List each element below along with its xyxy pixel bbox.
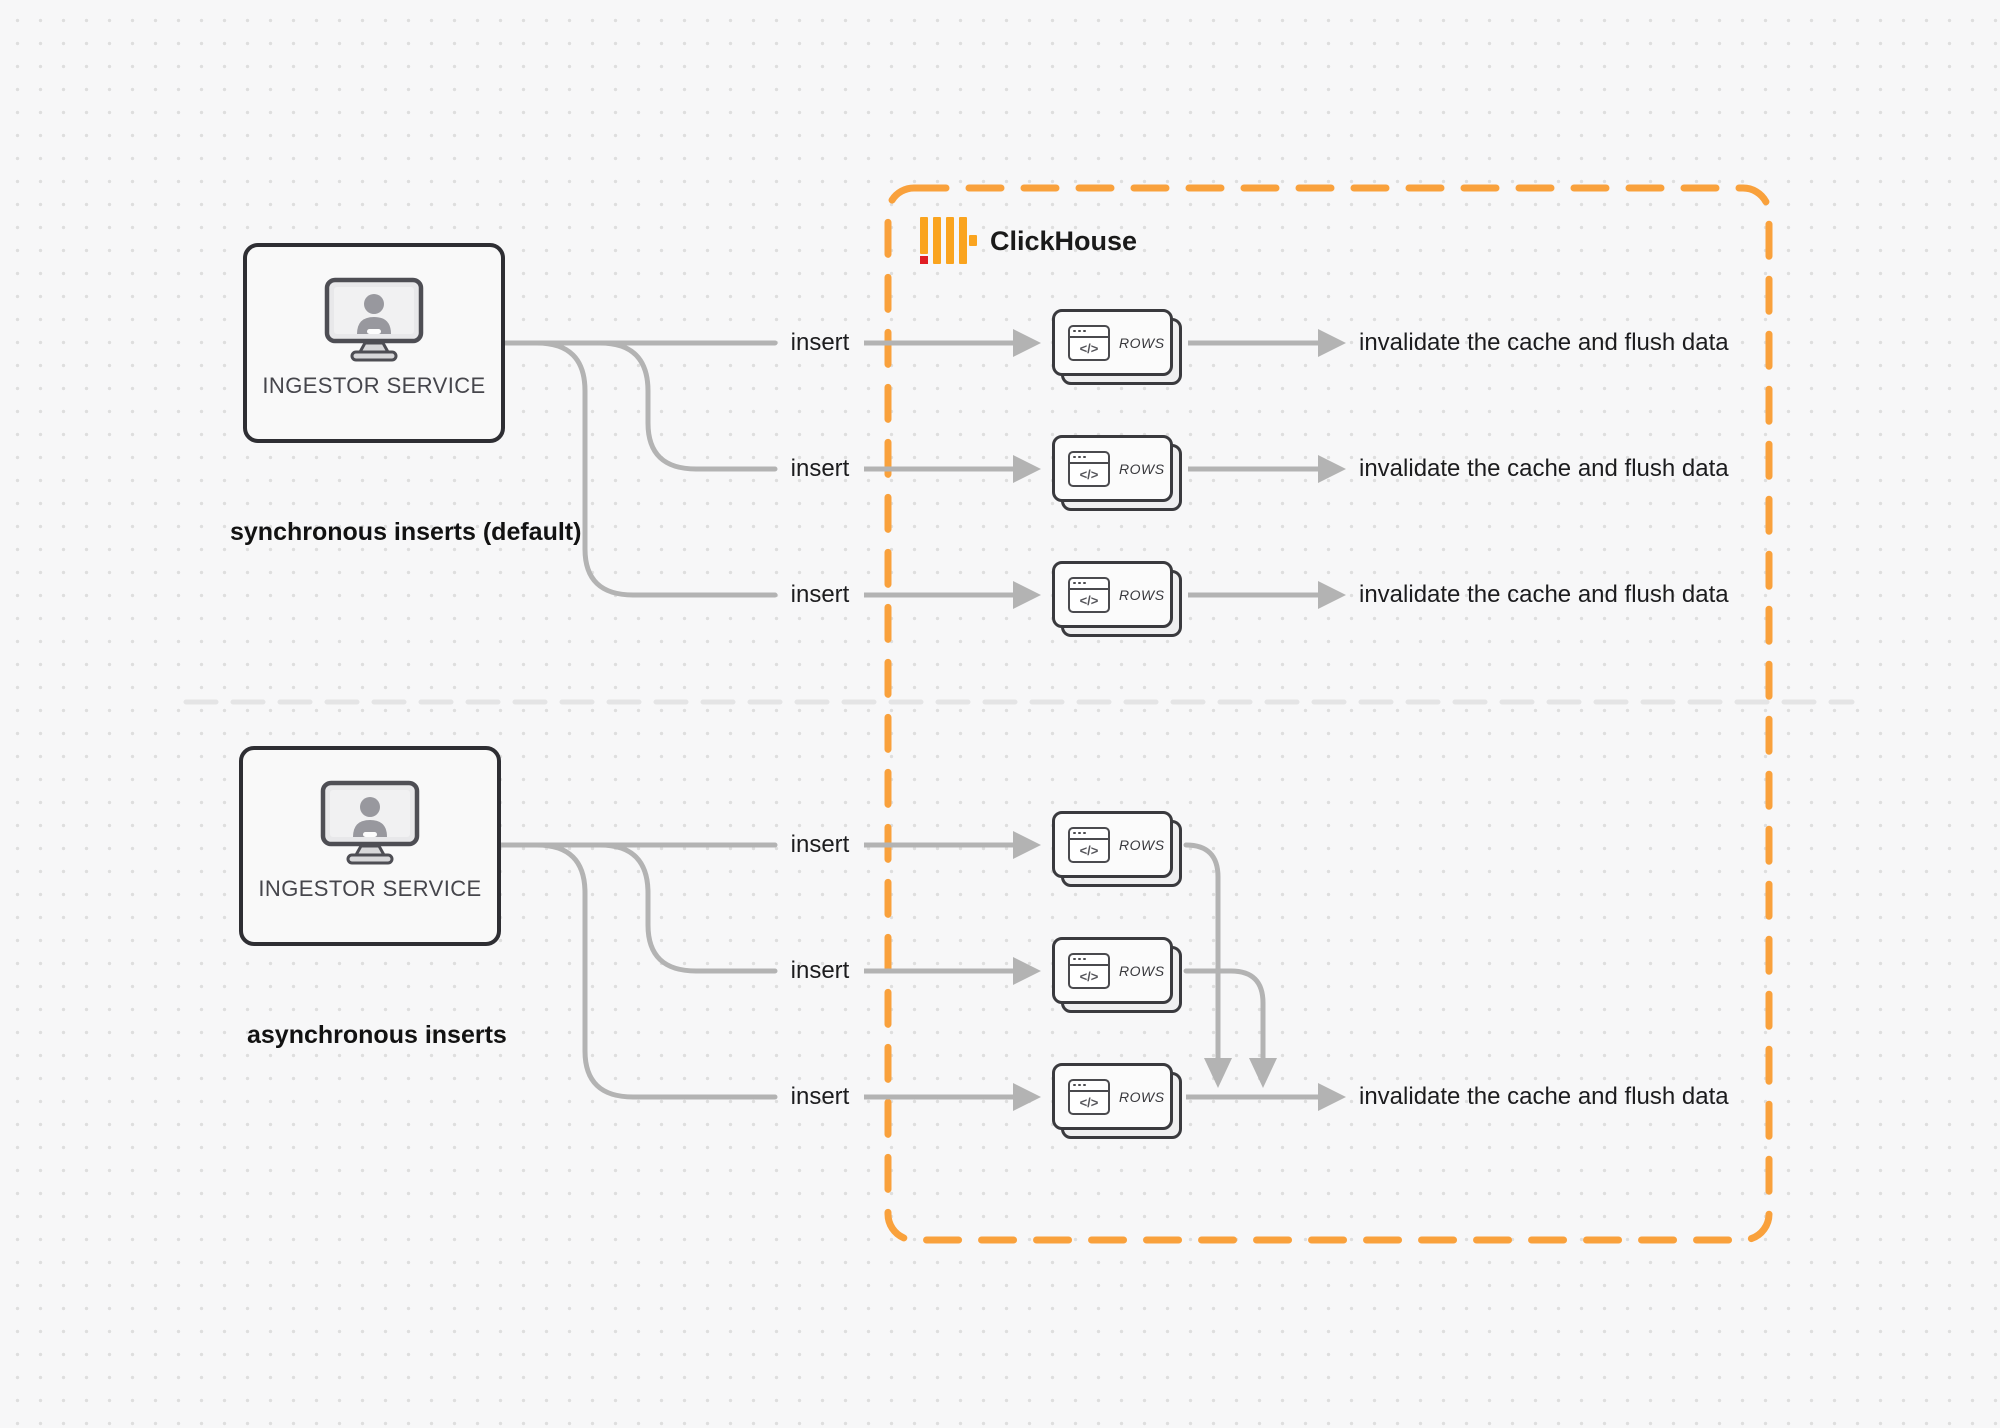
- logo-bar: [959, 217, 967, 264]
- result-label: invalidate the cache and flush data: [1359, 455, 1729, 482]
- ingestor-service-box-sync: INGESTOR SERVICE: [243, 243, 505, 443]
- result-label: invalidate the cache and flush data: [1359, 581, 1729, 608]
- rows-table-card: </> ROWS: [1052, 435, 1182, 511]
- sync-wire-row2: [597, 340, 778, 472]
- code-window-icon: </>: [1068, 324, 1110, 361]
- async-wire-row3: [534, 842, 778, 1100]
- logo-bar: [920, 217, 928, 254]
- monitor-user-icon: [320, 780, 420, 865]
- arrowhead: [1013, 831, 1041, 859]
- arrowhead: [1318, 1083, 1346, 1111]
- code-glyph: </>: [1079, 1094, 1099, 1110]
- rows-label: ROWS: [1119, 836, 1165, 853]
- sync-section-caption: synchronous inserts (default): [230, 518, 582, 546]
- insert-label: insert: [790, 1083, 850, 1110]
- rows-label: ROWS: [1119, 334, 1165, 351]
- insert-label: insert: [790, 581, 850, 608]
- result-label: invalidate the cache and flush data: [1359, 1083, 1729, 1110]
- async-merge-wire-2: [1183, 968, 1266, 1061]
- down-arrowhead: [1204, 1058, 1232, 1088]
- arrowhead: [1013, 329, 1041, 357]
- window-dots-icon: [1070, 829, 1108, 840]
- code-window-icon: </>: [1068, 952, 1110, 989]
- window-dots-icon: [1070, 327, 1108, 338]
- ingestor-service-label: INGESTOR SERVICE: [262, 373, 486, 398]
- logo-bar: [969, 235, 977, 246]
- arrowhead: [1013, 1083, 1041, 1111]
- down-arrowhead: [1249, 1058, 1277, 1088]
- code-window-icon: </>: [1068, 826, 1110, 863]
- arrowhead: [1013, 581, 1041, 609]
- rows-label: ROWS: [1119, 586, 1165, 603]
- rows-table-card: </> ROWS: [1052, 309, 1182, 385]
- logo-bar: [933, 217, 941, 264]
- arrowhead: [1013, 455, 1041, 483]
- code-window-icon: </>: [1068, 450, 1110, 487]
- window-dots-icon: [1070, 453, 1108, 464]
- rows-table-card: </> ROWS: [1052, 561, 1182, 637]
- insert-label: insert: [790, 455, 850, 482]
- window-dots-icon: [1070, 955, 1108, 966]
- ingestor-service-label: INGESTOR SERVICE: [258, 876, 482, 901]
- rows-label: ROWS: [1119, 460, 1165, 477]
- rows-label: ROWS: [1119, 1088, 1165, 1105]
- clickhouse-logo-icon: [920, 217, 978, 265]
- code-glyph: </>: [1079, 592, 1099, 608]
- code-window-icon: </>: [1068, 1078, 1110, 1115]
- window-dots-icon: [1070, 579, 1108, 590]
- async-merge-wire-1: [1183, 842, 1221, 1061]
- code-glyph: </>: [1079, 842, 1099, 858]
- ingestor-service-box-async: INGESTOR SERVICE: [239, 746, 501, 946]
- code-glyph: </>: [1079, 968, 1099, 984]
- rows-table-card: </> ROWS: [1052, 811, 1182, 887]
- insert-label: insert: [790, 831, 850, 858]
- async-wire-row2: [597, 842, 778, 974]
- clickhouse-boundary-box: [884, 184, 1773, 1244]
- code-glyph: </>: [1079, 466, 1099, 482]
- rows-table-card: </> ROWS: [1052, 937, 1182, 1013]
- arrowhead: [1318, 581, 1346, 609]
- arrowhead: [1318, 455, 1346, 483]
- monitor-user-icon: [324, 277, 424, 362]
- sync-wire-row3: [534, 340, 778, 598]
- async-section-caption: asynchronous inserts: [247, 1021, 507, 1049]
- code-glyph: </>: [1079, 340, 1099, 356]
- arrowhead: [1013, 957, 1041, 985]
- code-window-icon: </>: [1068, 576, 1110, 613]
- rows-label: ROWS: [1119, 962, 1165, 979]
- clickhouse-label: ClickHouse: [990, 226, 1138, 256]
- rows-table-card: </> ROWS: [1052, 1063, 1182, 1139]
- insert-label: insert: [790, 329, 850, 356]
- result-label: invalidate the cache and flush data: [1359, 329, 1729, 356]
- window-dots-icon: [1070, 1081, 1108, 1092]
- arrowhead: [1318, 329, 1346, 357]
- insert-label: insert: [790, 957, 850, 984]
- logo-bar: [946, 217, 954, 264]
- logo-red-square: [920, 256, 928, 264]
